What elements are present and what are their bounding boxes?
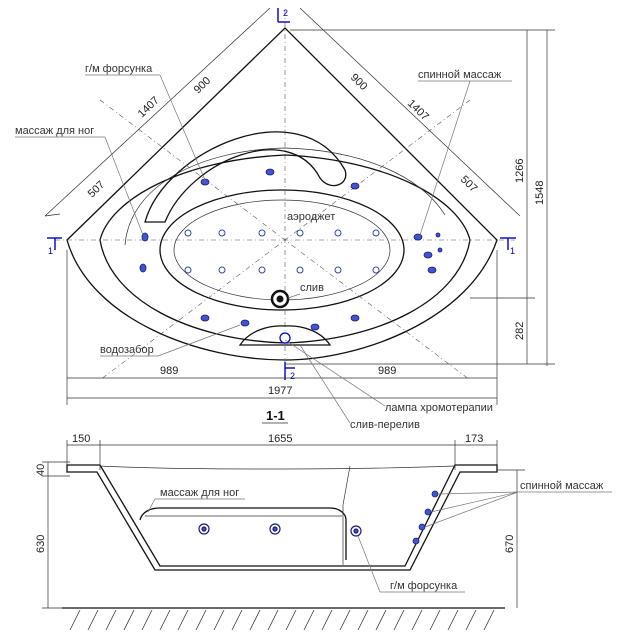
section-view: 1-1 150 1655 173 40 xyxy=(35,408,612,631)
dim-630: 630 xyxy=(35,535,47,553)
label-chromo-lamp: лампа хромотерапии xyxy=(385,402,493,414)
section-marker-bottom: 2 xyxy=(284,362,295,381)
section-marker-top: 2 xyxy=(277,8,290,23)
section-divider xyxy=(342,465,351,565)
hydromassage-nozzles xyxy=(139,168,443,331)
dim-1266: 1266 xyxy=(514,159,526,183)
dim-tick xyxy=(44,213,61,217)
dim-282: 282 xyxy=(514,322,526,340)
section-back-jets xyxy=(412,490,439,545)
dim-1407-left: 1407 xyxy=(136,95,162,121)
dim-507-left: 507 xyxy=(86,179,108,200)
aero-jets xyxy=(184,229,380,274)
chromotherapy-lamp-icon xyxy=(279,332,291,344)
leader-line xyxy=(104,136,144,236)
water-intake-shape xyxy=(238,325,332,346)
label-back-massage-plan: спинной массаж xyxy=(418,69,502,81)
plan-basin xyxy=(159,189,405,311)
plan-headrest xyxy=(144,131,347,223)
dim-150: 150 xyxy=(72,433,90,445)
plan-view: 2 1 1 2 1407 900 507 900 1407 507 1266 xyxy=(15,7,555,431)
label-foot-massage-section: массаж для ног xyxy=(160,487,239,499)
dim-670: 670 xyxy=(504,535,516,553)
dim-40: 40 xyxy=(35,464,47,476)
section-inner-line xyxy=(99,465,456,470)
section-marker-right: 1 xyxy=(500,237,516,256)
plan-inner-rim xyxy=(99,154,471,344)
leader-line xyxy=(419,80,471,236)
dim-900-left: 900 xyxy=(192,75,214,96)
floor-hatching xyxy=(69,609,495,631)
leader-line xyxy=(430,491,519,513)
dim-989-left: 989 xyxy=(160,365,178,377)
leader-line xyxy=(424,491,519,528)
leader-line xyxy=(437,491,519,495)
dim-507-right: 507 xyxy=(458,174,480,195)
label-water-intake: водозабор xyxy=(100,344,154,356)
dim-line-right-diagonal xyxy=(299,7,521,217)
dim-line-left-diagonal xyxy=(44,7,271,217)
label-foot-massage-plan: массаж для ног xyxy=(15,125,94,137)
svg-text:1: 1 xyxy=(48,246,53,256)
dim-989-right: 989 xyxy=(378,365,396,377)
section-nozzles xyxy=(198,523,362,537)
dim-900-right: 900 xyxy=(348,72,370,93)
section-marker-left: 1 xyxy=(47,237,62,256)
section-seat xyxy=(139,507,347,560)
leader-line xyxy=(299,344,351,424)
label-aero-jet: аэроджет xyxy=(287,211,335,223)
dim-1977: 1977 xyxy=(268,385,292,397)
label-gm-nozzle-section: г/м форсунка xyxy=(390,580,458,592)
dim-1548: 1548 xyxy=(534,181,546,205)
leader-line xyxy=(287,293,301,299)
label-back-massage-section: спинной массаж xyxy=(520,480,604,492)
leader-line xyxy=(159,74,206,181)
dim-173: 173 xyxy=(465,433,483,445)
leader-line xyxy=(357,535,381,593)
svg-text:2: 2 xyxy=(290,371,295,381)
svg-text:1: 1 xyxy=(510,246,515,256)
section-title: 1-1 xyxy=(266,408,285,423)
leader-line xyxy=(147,498,156,513)
label-overflow-drain: слив-перелив xyxy=(350,419,420,431)
svg-text:2: 2 xyxy=(283,8,288,18)
label-drain: слив xyxy=(300,282,324,294)
leader-line xyxy=(157,324,241,357)
dim-1655: 1655 xyxy=(268,433,292,445)
plan-basin-inner xyxy=(173,199,391,301)
leader-line xyxy=(284,339,386,407)
label-gm-nozzle-plan: г/м форсунка xyxy=(85,63,153,75)
section-tub-body xyxy=(66,464,498,571)
drain-center xyxy=(276,295,284,303)
